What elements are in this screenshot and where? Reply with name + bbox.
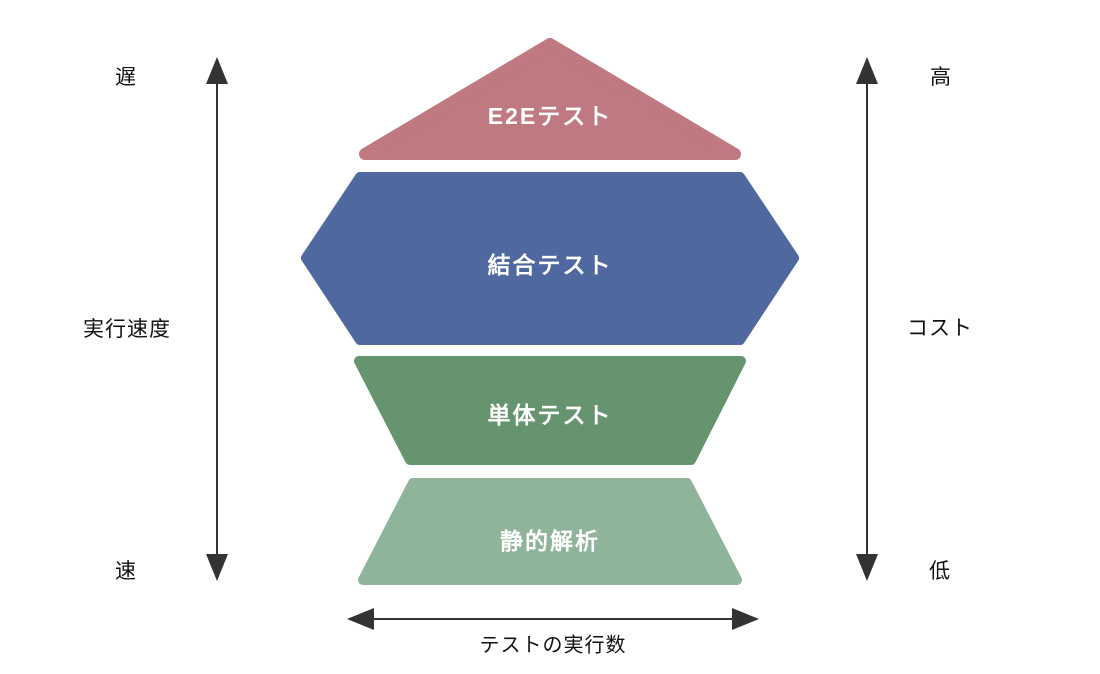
- layer-label-unit: 単体テスト: [487, 402, 613, 428]
- arrow-up-icon: [206, 57, 228, 84]
- arrow-left-icon: [347, 608, 374, 630]
- left-axis-bottom-label: 速: [115, 560, 137, 583]
- bottom-axis-arrow: [347, 608, 759, 630]
- right-axis-title: コスト: [907, 317, 973, 340]
- right-axis-arrow: [856, 57, 878, 581]
- left-axis-arrow: [206, 57, 228, 581]
- right-axis-top-label: 高: [930, 66, 952, 89]
- layer-shape-static: [358, 478, 742, 585]
- arrow-up-icon: [856, 57, 878, 84]
- arrow-down-icon: [856, 554, 878, 581]
- arrow-down-icon: [206, 554, 228, 581]
- layer-label-static: 静的解析: [500, 528, 600, 554]
- layer-shape-integration: [301, 172, 799, 345]
- right-axis-bottom-label: 低: [929, 560, 951, 583]
- arrow-right-icon: [732, 608, 759, 630]
- left-axis-top-label: 遅: [115, 66, 137, 89]
- layer-shape-unit: [354, 356, 746, 465]
- layer-shape-e2e: [359, 38, 741, 160]
- layer-label-e2e: E2Eテスト: [487, 103, 613, 129]
- layer-label-integration: 結合テスト: [487, 252, 613, 278]
- bottom-axis-title: テストの実行数: [479, 634, 627, 657]
- left-axis-title: 実行速度: [83, 318, 171, 341]
